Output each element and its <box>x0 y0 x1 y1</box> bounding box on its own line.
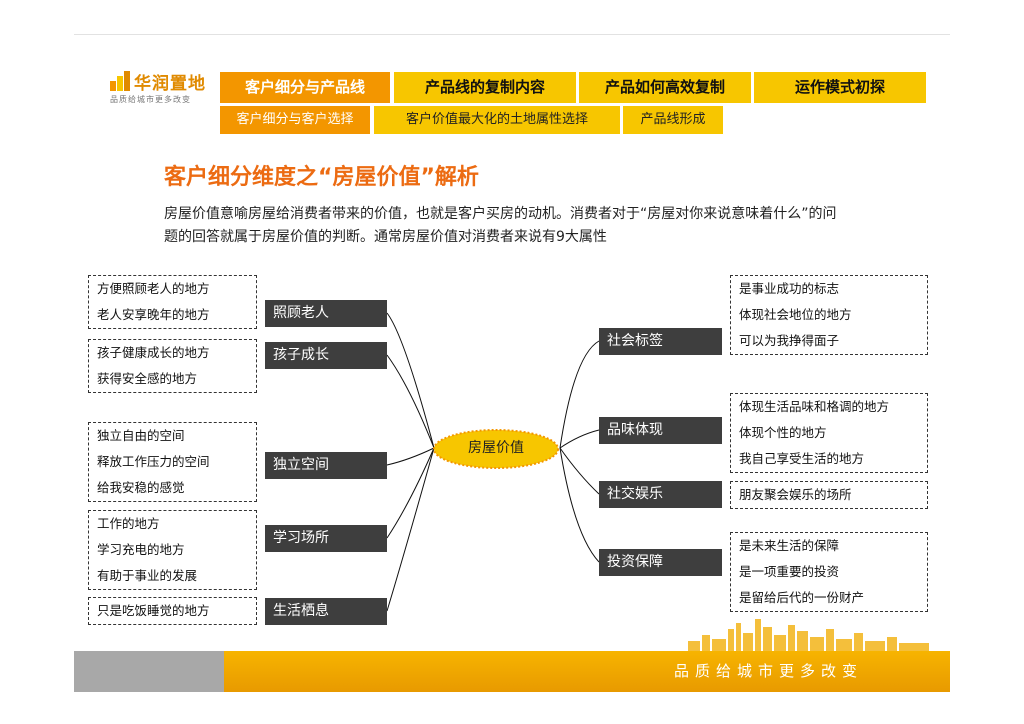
subtab-land-attribute[interactable]: 客户价值最大化的土地属性选择 <box>374 106 620 134</box>
detail-item: 是一项重要的投资 <box>739 564 840 579</box>
center-ellipse-icon <box>433 429 559 469</box>
detail-item: 体现社会地位的地方 <box>739 307 852 322</box>
tab-product-line-content[interactable]: 产品线的复制内容 <box>394 72 576 103</box>
tab-customer-segmentation[interactable]: 客户细分与产品线 <box>220 72 390 103</box>
detail-item: 工作的地方 <box>97 516 160 531</box>
node-social-entertainment: 社交娱乐 <box>599 481 722 508</box>
node-study-place: 学习场所 <box>265 525 387 552</box>
detail-item: 独立自由的空间 <box>97 428 185 443</box>
brand-mark-icon <box>110 71 130 91</box>
detail-item: 体现个性的地方 <box>739 425 827 440</box>
node-child-growth: 孩子成长 <box>265 342 387 369</box>
detail-item: 是未来生活的保障 <box>739 538 840 553</box>
detail-box-taste: 体现生活品味和格调的地方 体现个性的地方 我自己享受生活的地方 <box>730 393 928 473</box>
detail-box-social-entertainment: 朋友聚会娱乐的场所 <box>730 481 928 509</box>
footer-grey-band <box>74 651 224 692</box>
center-node: 房屋价值 <box>432 428 560 470</box>
page-description: 房屋价值意喻房屋给消费者带来的价值，也就是客户买房的动机。消费者对于“房屋对你来… <box>164 206 837 245</box>
detail-box-child-growth: 孩子健康成长的地方 获得安全感的地方 <box>88 339 257 393</box>
tab-efficient-replication[interactable]: 产品如何高效复制 <box>579 72 751 103</box>
subtab-product-line-formation[interactable]: 产品线形成 <box>623 106 723 134</box>
detail-box-independent-space: 独立自由的空间 释放工作压力的空间 给我安稳的感觉 <box>88 422 257 502</box>
page-title: 客户细分维度之“房屋价值”解析 <box>164 165 479 190</box>
detail-box-social-label: 是事业成功的标志 体现社会地位的地方 可以为我挣得面子 <box>730 275 928 355</box>
detail-item: 可以为我挣得面子 <box>739 333 840 348</box>
footer-slogan: 品质给城市更多改变 <box>674 662 864 680</box>
node-living: 生活栖息 <box>265 598 387 625</box>
node-social-label: 社会标签 <box>599 328 722 355</box>
detail-item: 有助于事业的发展 <box>97 568 198 583</box>
detail-item: 老人安享晚年的地方 <box>97 307 210 322</box>
subtab-customer-selection[interactable]: 客户细分与客户选择 <box>220 106 370 134</box>
detail-box-investment: 是未来生活的保障 是一项重要的投资 是留给后代的一份财产 <box>730 532 928 612</box>
city-skyline-icon <box>688 619 929 652</box>
detail-item: 我自己享受生活的地方 <box>739 451 865 466</box>
footer-gold-band <box>224 651 950 692</box>
node-investment: 投资保障 <box>599 549 722 576</box>
brand-slogan: 品质给城市更多改变 <box>110 95 191 104</box>
detail-item: 获得安全感的地方 <box>97 371 198 386</box>
detail-item: 朋友聚会娱乐的场所 <box>739 487 852 502</box>
node-independent-space: 独立空间 <box>265 452 387 479</box>
slide: 华润置地 品质给城市更多改变 客户细分与产品线 产品线的复制内容 产品如何高效复… <box>74 34 950 692</box>
tab-operation-model[interactable]: 运作模式初探 <box>754 72 926 103</box>
detail-box-elderly-care: 方便照顾老人的地方 老人安享晚年的地方 <box>88 275 257 329</box>
detail-item: 方便照顾老人的地方 <box>97 281 210 296</box>
brand-logo: 华润置地 品质给城市更多改变 <box>110 69 210 109</box>
center-node-label: 房屋价值 <box>468 440 524 456</box>
node-taste: 品味体现 <box>599 417 722 444</box>
detail-item: 只是吃饭睡觉的地方 <box>97 603 210 618</box>
detail-box-living: 只是吃饭睡觉的地方 <box>88 597 257 625</box>
brand-name: 华润置地 <box>134 74 206 94</box>
detail-item: 体现生活品味和格调的地方 <box>739 399 890 414</box>
detail-item: 释放工作压力的空间 <box>97 454 210 469</box>
detail-item: 给我安稳的感觉 <box>97 480 185 495</box>
detail-box-study-place: 工作的地方 学习充电的地方 有助于事业的发展 <box>88 510 257 590</box>
detail-item: 是事业成功的标志 <box>739 281 840 296</box>
detail-item: 学习充电的地方 <box>97 542 185 557</box>
node-elderly-care: 照顾老人 <box>265 300 387 327</box>
mindmap-connectors <box>386 312 600 612</box>
detail-item: 孩子健康成长的地方 <box>97 345 210 360</box>
detail-item: 是留给后代的一份财产 <box>739 590 865 605</box>
